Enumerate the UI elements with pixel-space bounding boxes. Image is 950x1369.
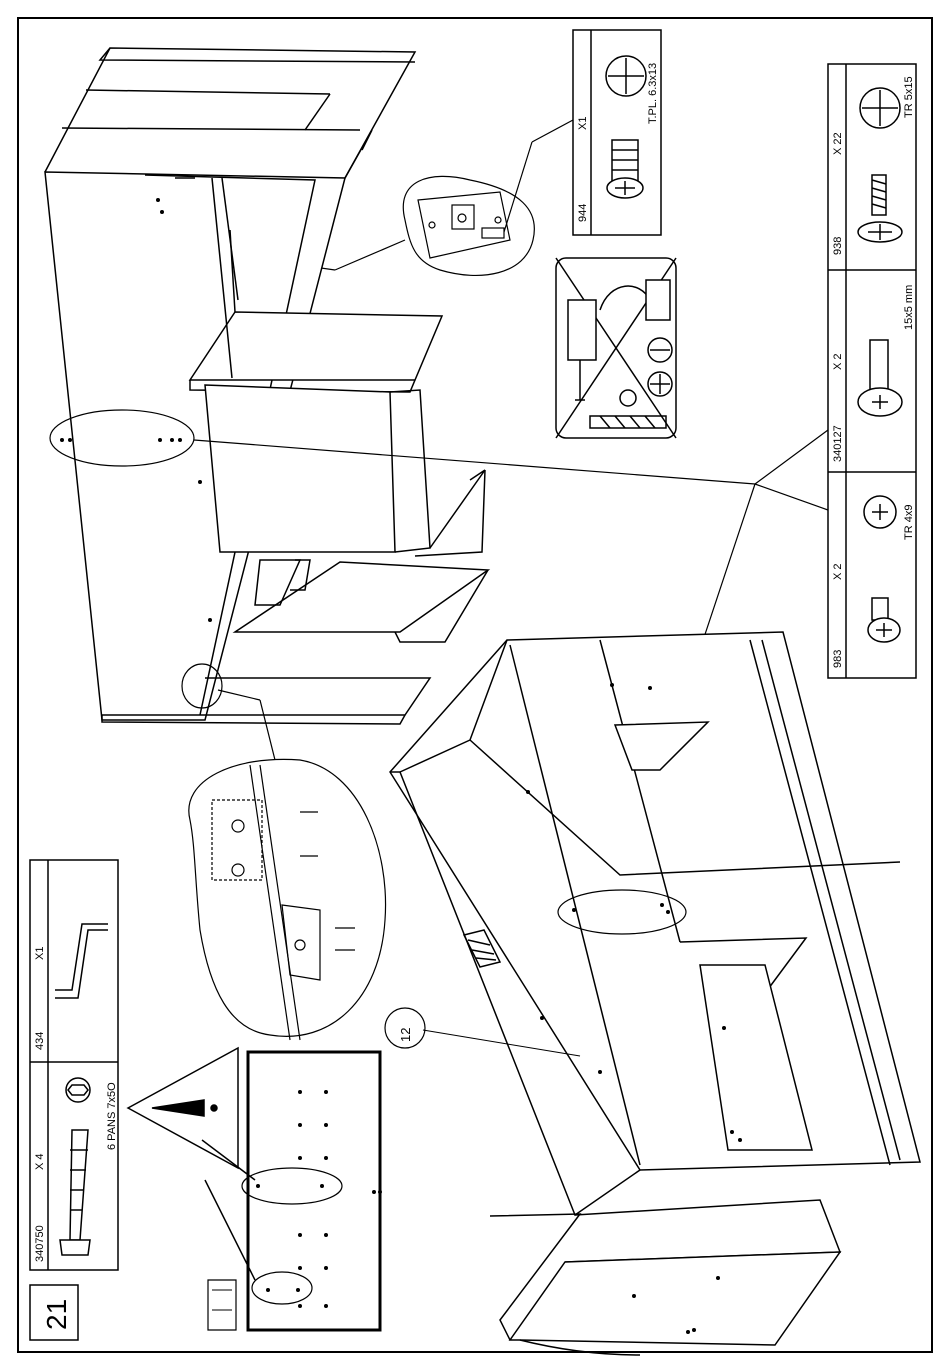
panel-holes xyxy=(256,1090,382,1308)
code-label: 434 xyxy=(34,1032,46,1050)
name-label: T.PL. 6.3x13 xyxy=(647,63,659,124)
step-number: 21 xyxy=(41,1299,72,1330)
qty-label: X1 xyxy=(577,117,589,130)
warning-triangle-icon xyxy=(128,1048,255,1280)
pan-head-screw-icon xyxy=(858,340,902,416)
name-label: TR 4x9 xyxy=(903,505,915,540)
callout-number: 12 xyxy=(398,1028,413,1042)
cabinet-lower-frame xyxy=(390,632,920,1355)
hardware-tpl-6-3x13: 944 X1 T.PL. 6.3x13 xyxy=(573,30,661,235)
qty-label: X 2 xyxy=(832,563,844,580)
hardware-dowel-15x5: 340127 X 2 15x5 mm xyxy=(832,285,915,462)
code-label: 983 xyxy=(832,650,844,668)
short-screw-icon xyxy=(864,496,900,642)
code-label: 938 xyxy=(832,237,844,255)
screw-detail-bubble xyxy=(182,664,386,1040)
hardware-leg-bolt: 340750 X 4 6 PANS 7x5O xyxy=(34,1078,118,1262)
hardware-allen-key: 434 X1 xyxy=(34,924,108,1050)
hex-bolt-icon xyxy=(60,1078,90,1255)
step-number-box: 21 xyxy=(30,1285,78,1340)
name-label: 6 PANS 7x5O xyxy=(106,1082,118,1150)
no-power-drill-icon xyxy=(556,258,676,438)
code-label: 340750 xyxy=(34,1225,46,1262)
phillips-wood-screw-icon xyxy=(858,88,902,242)
qty-label: X 4 xyxy=(34,1153,46,1170)
cabinet-upper-assembly xyxy=(45,48,488,724)
name-label: 15x5 mm xyxy=(903,285,915,330)
name-label: TR 5x15 xyxy=(903,76,915,118)
hardware-tr-4x9: 983 X 2 TR 4x9 xyxy=(832,496,915,668)
machine-screw-icon xyxy=(606,56,646,198)
allen-key-icon xyxy=(55,924,108,998)
code-label: 944 xyxy=(577,204,589,222)
hardware-tr-5x15: 938 X 22 TR 5x15 xyxy=(832,76,915,255)
code-label: 340127 xyxy=(832,425,844,462)
qty-label: X 22 xyxy=(832,132,844,155)
qty-label: X1 xyxy=(34,947,46,960)
qty-label: X 2 xyxy=(832,353,844,370)
